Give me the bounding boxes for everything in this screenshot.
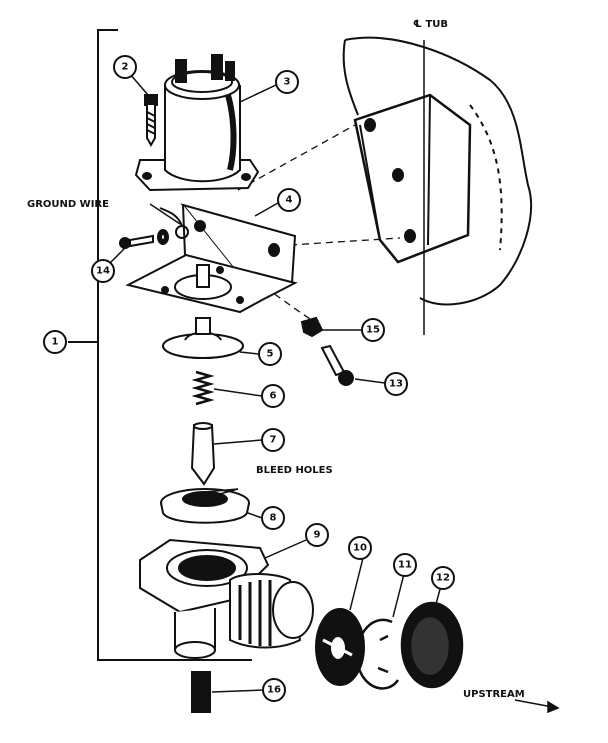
callouts: 1 2 3 4 5 6 7 8 9 10 11 12 13 14 15 16	[43, 55, 455, 702]
svg-text:8: 8	[270, 513, 277, 524]
svg-text:15: 15	[366, 325, 380, 336]
ground-wire	[159, 207, 189, 239]
screw-part-13	[320, 344, 354, 386]
svg-text:14: 14	[96, 266, 110, 277]
callout-12: 12	[431, 566, 455, 590]
svg-text:4: 4	[286, 195, 293, 206]
solenoid-coil	[134, 54, 260, 192]
tab-part-16	[191, 671, 211, 713]
callout-7: 7	[261, 428, 285, 452]
plunger	[190, 422, 216, 486]
upstream-arrow	[514, 699, 560, 714]
callout-10: 10	[348, 536, 372, 560]
mounting-bracket	[125, 203, 298, 314]
callout-13: 13	[384, 372, 408, 396]
ground-wire-label: GROUND WIRE	[27, 199, 109, 210]
callout-9: 9	[305, 523, 329, 547]
svg-text:16: 16	[267, 685, 281, 696]
svg-text:13: 13	[389, 379, 403, 390]
spring	[191, 370, 215, 406]
callout-8: 8	[261, 506, 285, 530]
bleed-holes-label: BLEED HOLES	[256, 465, 333, 476]
svg-text:6: 6	[270, 391, 277, 402]
svg-text:10: 10	[353, 543, 367, 554]
callout-11: 11	[393, 553, 417, 577]
callout-14: 14	[91, 259, 115, 283]
callout-16: 16	[262, 678, 286, 702]
upstream-label: UPSTREAM	[463, 689, 525, 700]
strainer-screen	[400, 601, 464, 689]
callout-2: 2	[113, 55, 137, 79]
diaphragm	[162, 317, 244, 359]
leader-lines	[109, 73, 443, 693]
svg-text:12: 12	[436, 573, 450, 584]
clip-part-15	[300, 316, 324, 338]
valve-seat	[160, 488, 250, 524]
retainer-ring	[355, 618, 400, 690]
svg-text:1: 1	[52, 337, 59, 348]
flow-washer	[315, 608, 365, 686]
assembly-bracket	[68, 29, 252, 661]
callout-1: 1	[43, 330, 67, 354]
svg-text:3: 3	[284, 77, 291, 88]
screw-part-14	[119, 229, 169, 249]
callout-5: 5	[258, 342, 282, 366]
svg-text:2: 2	[122, 62, 129, 73]
callout-15: 15	[361, 318, 385, 342]
valve-body	[139, 538, 314, 659]
svg-text:5: 5	[267, 349, 274, 360]
callout-6: 6	[261, 384, 285, 408]
tub-label: ℄ TUB	[413, 19, 448, 30]
callout-4: 4	[277, 188, 301, 212]
tub-wall	[342, 36, 532, 306]
callout-3: 3	[275, 70, 299, 94]
svg-text:9: 9	[314, 530, 321, 541]
svg-text:11: 11	[398, 560, 412, 571]
screw-part-2	[144, 94, 158, 148]
svg-text:7: 7	[270, 435, 277, 446]
ground-wire-arrow	[149, 203, 181, 225]
